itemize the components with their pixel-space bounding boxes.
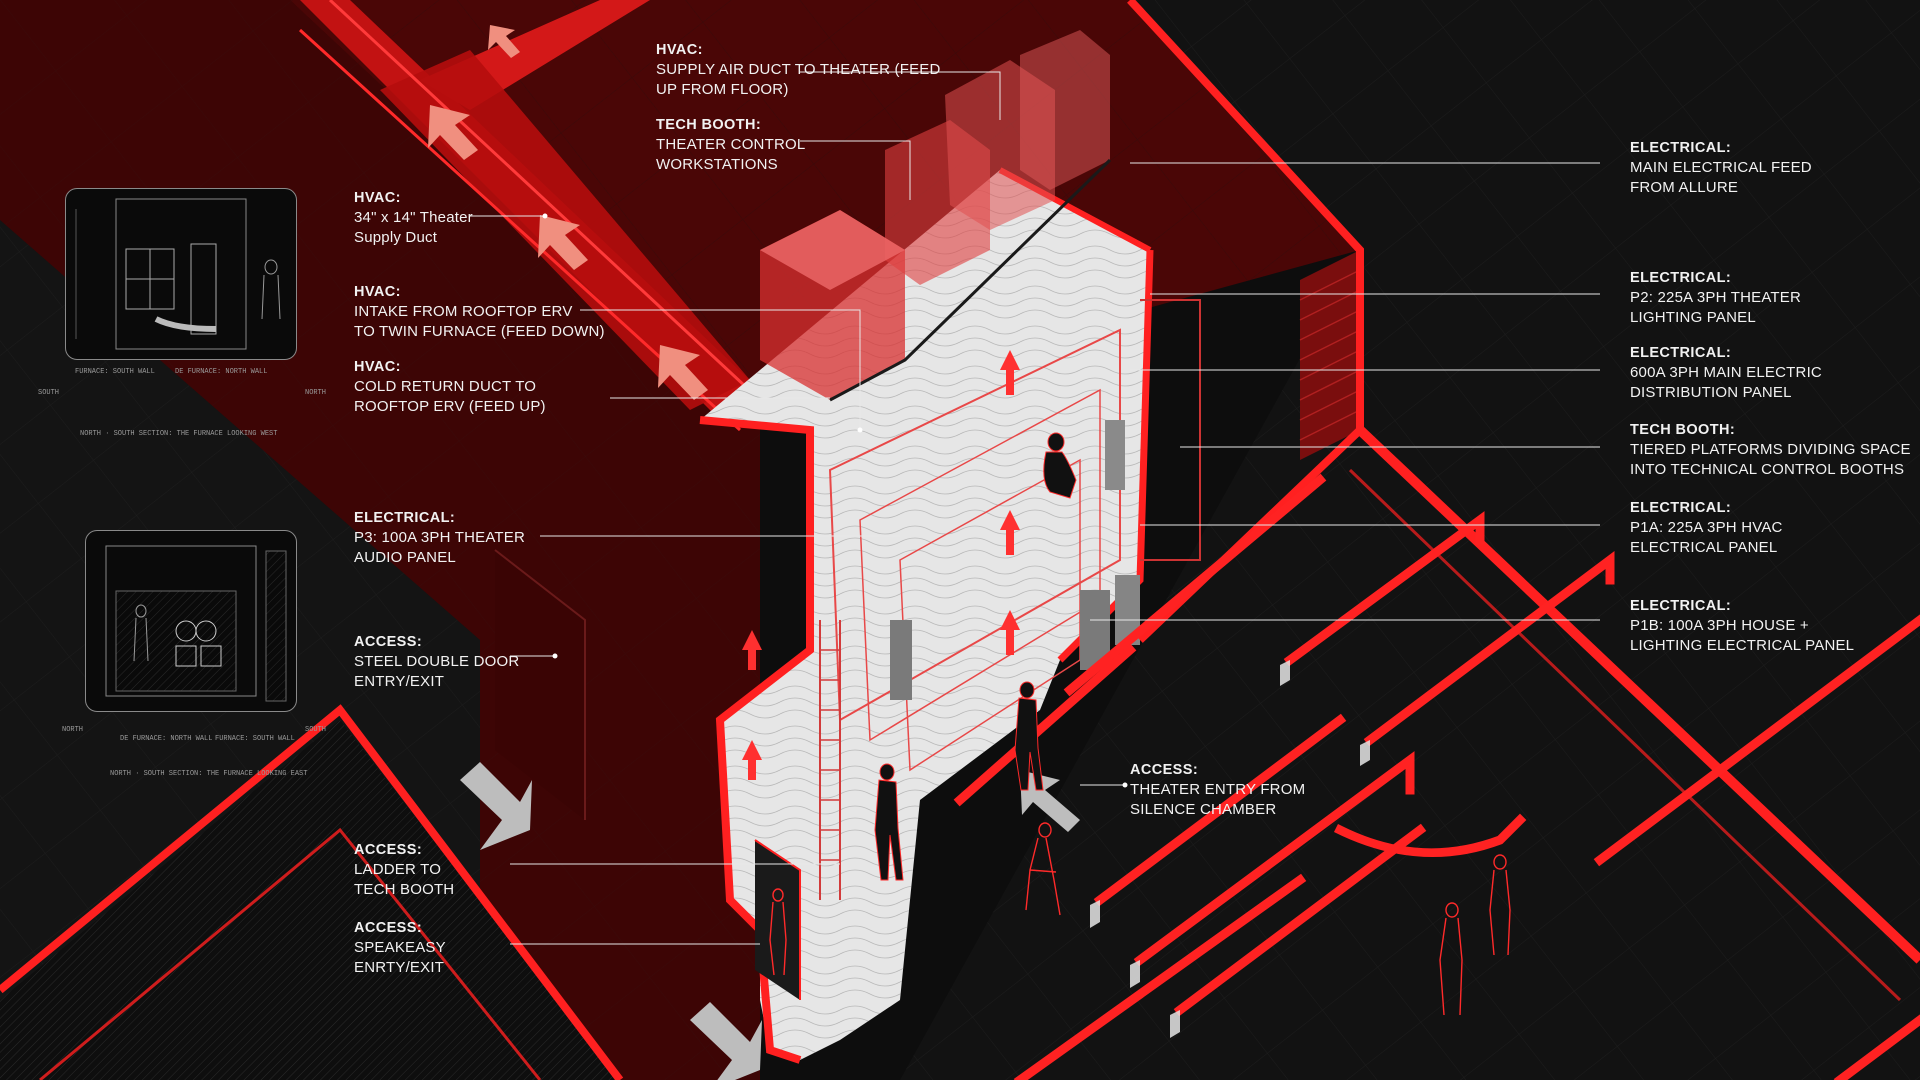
callout-line: P3: 100A 3PH THEATER <box>354 529 526 546</box>
callout-tech-booth-workstations: TECH BOOTH: THEATER CONTROL WORKSTATIONS <box>656 115 805 175</box>
speakeasy-door <box>754 839 801 1000</box>
callout-line: P1A: 225A 3PH HVAC <box>1630 519 1783 536</box>
tech-booth-volumes <box>760 30 1112 402</box>
callout-tiered-platforms: TECH BOOTH: TIERED PLATFORMS DIVIDING SP… <box>1630 420 1911 480</box>
callout-main-electrical-feed: ELECTRICAL: MAIN ELECTRICAL FEED FROM AL… <box>1630 138 1812 198</box>
callout-line: P2: 225A 3PH THEATER <box>1630 289 1802 306</box>
callout-line: ROOFTOP ERV (FEED UP) <box>354 398 546 415</box>
callout-steel-double-door: ACCESS: STEEL DOUBLE DOOR ENTRY/EXIT <box>354 632 519 692</box>
callout-line: SILENCE CHAMBER <box>1130 801 1277 818</box>
lower-left-floor <box>0 704 624 1080</box>
section-sheet-top-drawing <box>75 198 281 350</box>
callout-line: AUDIO PANEL <box>354 549 456 566</box>
callout-line: SPEAKEASY <box>354 939 446 956</box>
callout-speakeasy-entry: ACCESS: SPEAKEASY ENRTY/EXIT <box>354 918 446 978</box>
floor-plan-partition-sides <box>1090 660 1370 1038</box>
callout-line: ENRTY/EXIT <box>354 959 445 976</box>
callout-line: INTAKE FROM ROOFTOP ERV <box>354 303 573 320</box>
section-sheet-bottom <box>85 530 297 712</box>
section-sheet-bottom-drawing <box>105 545 287 702</box>
callout-line: TO TWIN FURNACE (FEED DOWN) <box>354 323 605 340</box>
callout-line: LADDER TO <box>354 861 442 878</box>
callout-line: ENTRY/EXIT <box>354 673 445 690</box>
callout-line: THEATER ENTRY FROM <box>1130 781 1306 798</box>
callout-heading: ELECTRICAL: <box>1630 598 1732 614</box>
callout-heading: ACCESS: <box>354 920 423 936</box>
sheet-top-caption-south: SOUTH <box>38 389 60 397</box>
callout-audio-panel: ELECTRICAL: P3: 100A 3PH THEATER AUDIO P… <box>354 508 525 568</box>
callout-theater-entry: ACCESS: THEATER ENTRY FROM SILENCE CHAMB… <box>1130 760 1305 820</box>
sheet-bottom-caption-south: SOUTH <box>305 726 327 734</box>
callout-heading: ACCESS: <box>1130 762 1199 778</box>
callout-line: TECH BOOTH <box>354 881 455 898</box>
callout-heading: HVAC: <box>354 284 401 300</box>
callout-line: STEEL DOUBLE DOOR <box>354 653 520 670</box>
sheet-top-caption-south-wall: FURNACE: SOUTH WALL <box>75 368 155 376</box>
callout-theater-supply-duct: HVAC: 34" x 14" Theater Supply Duct <box>354 188 473 248</box>
callout-heading: ELECTRICAL: <box>1630 140 1732 156</box>
callout-line: THEATER CONTROL <box>656 136 806 153</box>
callout-cold-return-duct: HVAC: COLD RETURN DUCT TO ROOFTOP ERV (F… <box>354 357 546 417</box>
callout-line: FROM ALLURE <box>1630 179 1739 196</box>
sheet-bottom-caption-north: NORTH <box>62 726 84 734</box>
steel-double-door <box>494 549 586 820</box>
callout-house-lighting-panel: ELECTRICAL: P1B: 100A 3PH HOUSE + LIGHTI… <box>1630 596 1854 656</box>
callout-hvac-electrical-panel: ELECTRICAL: P1A: 225A 3PH HVAC ELECTRICA… <box>1630 498 1783 558</box>
callout-heading: ELECTRICAL: <box>1630 500 1732 516</box>
people-figures <box>769 432 1511 1016</box>
theater-cutaway <box>699 167 1201 1064</box>
callout-line: SUPPLY AIR DUCT TO THEATER (FEED <box>656 61 941 78</box>
callout-line: TIERED PLATFORMS DIVIDING SPACE <box>1630 441 1911 458</box>
callout-line: LIGHTING PANEL <box>1630 309 1756 326</box>
callout-heading: TECH BOOTH: <box>656 117 762 133</box>
sheet-top-caption-north-wall: DE FURNACE: NORTH WALL <box>175 368 268 376</box>
callout-line: LIGHTING ELECTRICAL PANEL <box>1630 637 1855 654</box>
leader-lines <box>470 71 1600 945</box>
sheet-bottom-caption-north-wall: DE FURNACE: NORTH WALL <box>120 735 213 743</box>
callout-line: 34" x 14" Theater <box>354 209 473 226</box>
callout-line: WORKSTATIONS <box>656 156 778 173</box>
callout-line: UP FROM FLOOR) <box>656 81 789 98</box>
callout-heading: ELECTRICAL: <box>1630 270 1732 286</box>
callout-line: DISTRIBUTION PANEL <box>1630 384 1792 401</box>
callout-line: INTO TECHNICAL CONTROL BOOTHS <box>1630 461 1905 478</box>
sheet-top-caption-north: NORTH <box>305 389 327 397</box>
callout-line: Supply Duct <box>354 229 438 246</box>
callout-line: 600A 3PH MAIN ELECTRIC <box>1630 364 1822 381</box>
floor-plan-partitions <box>953 473 1920 1080</box>
sheet-top-caption-title: NORTH · SOUTH SECTION: THE FURNACE LOOKI… <box>80 430 278 438</box>
callout-rooftop-erv-intake: HVAC: INTAKE FROM ROOFTOP ERV TO TWIN FU… <box>354 282 605 342</box>
section-sheet-top <box>65 188 297 360</box>
callout-supply-air-duct: HVAC: SUPPLY AIR DUCT TO THEATER (FEED U… <box>656 40 941 100</box>
callout-theater-lighting-panel: ELECTRICAL: P2: 225A 3PH THEATER LIGHTIN… <box>1630 268 1801 328</box>
callout-ladder-tech-booth: ACCESS: LADDER TO TECH BOOTH <box>354 840 454 900</box>
callout-heading: HVAC: <box>656 42 703 58</box>
sheet-bottom-caption-title: NORTH · SOUTH SECTION: THE FURNACE LOOKI… <box>110 770 308 778</box>
callout-line: COLD RETURN DUCT TO <box>354 378 537 395</box>
sheet-bottom-caption-south-wall: FURNACE: SOUTH WALL <box>215 735 295 743</box>
leader-dots <box>542 213 1128 788</box>
callout-heading: HVAC: <box>354 190 401 206</box>
callout-line: MAIN ELECTRICAL FEED <box>1630 159 1812 176</box>
brick-wall <box>1299 250 1362 460</box>
callout-line: ELECTRICAL PANEL <box>1630 539 1778 556</box>
callout-heading: TECH BOOTH: <box>1630 422 1736 438</box>
callout-heading: ELECTRICAL: <box>1630 345 1732 361</box>
callout-line: P1B: 100A 3PH HOUSE + <box>1630 617 1809 634</box>
callout-heading: ELECTRICAL: <box>354 510 456 526</box>
callout-heading: ACCESS: <box>354 842 423 858</box>
callout-heading: HVAC: <box>354 359 401 375</box>
duct-flow-arrows <box>428 25 708 400</box>
callout-heading: ACCESS: <box>354 634 423 650</box>
callout-main-distribution-panel: ELECTRICAL: 600A 3PH MAIN ELECTRIC DISTR… <box>1630 343 1822 403</box>
